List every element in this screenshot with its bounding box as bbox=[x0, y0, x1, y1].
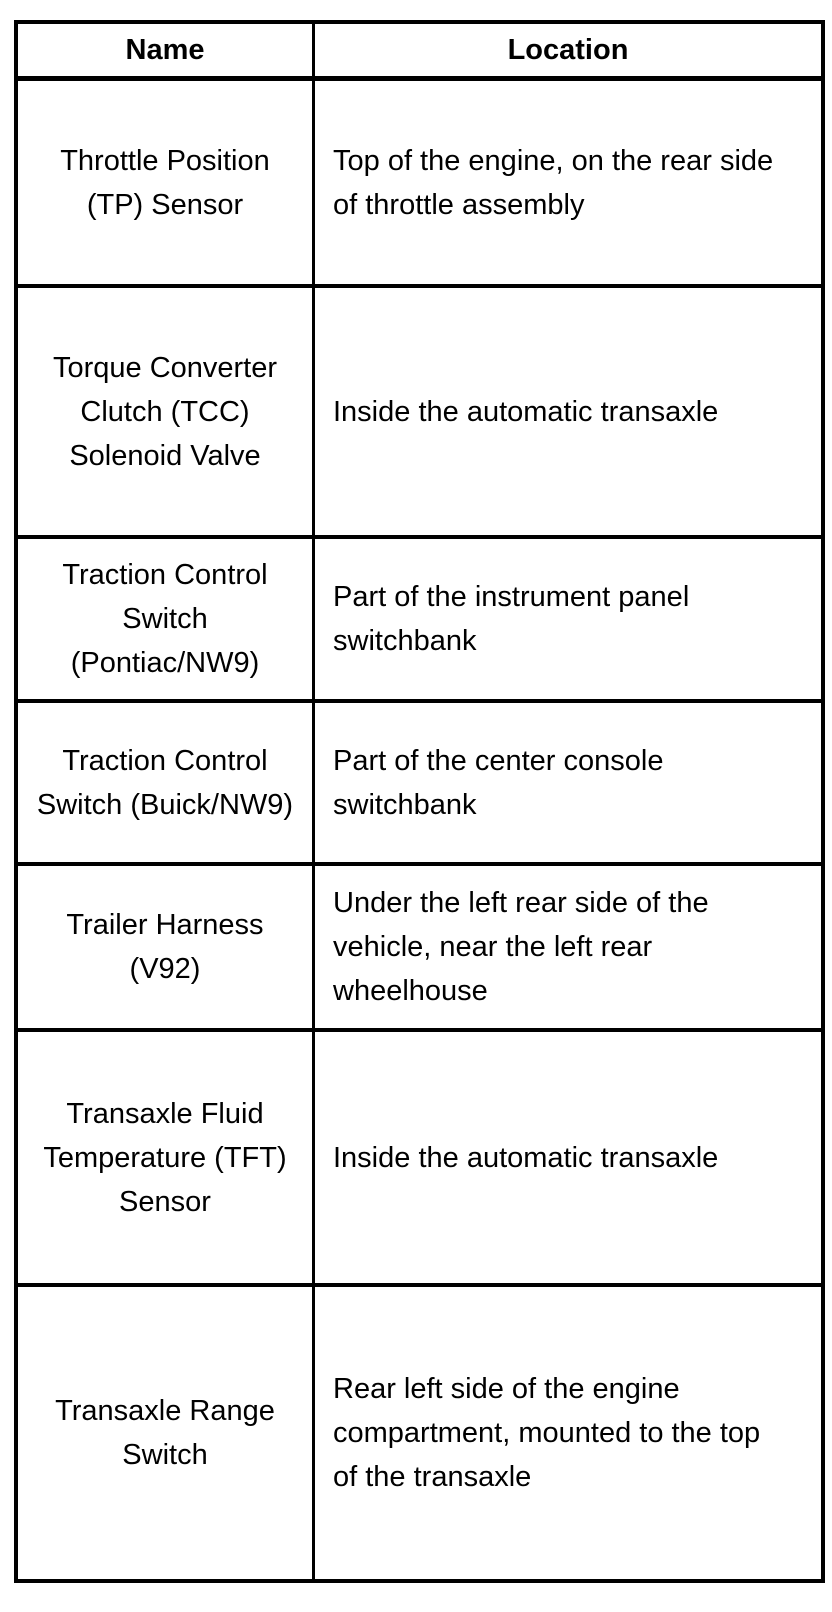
component-name: Torque Converter Clutch (TCC) Solenoid V… bbox=[52, 351, 278, 472]
component-location: Inside the automatic transaxle bbox=[333, 1141, 719, 1174]
component-location: Part of the center console switchbank bbox=[333, 744, 664, 821]
name-cell: Trailer Harness (V92) bbox=[14, 862, 315, 1032]
table-row: Trailer Harness (V92) Under the left rea… bbox=[14, 862, 825, 1032]
name-cell: Throttle Position (TP) Sensor bbox=[14, 76, 315, 288]
table-row: Traction Control Switch (Buick/NW9) Part… bbox=[14, 699, 825, 866]
column-header-name: Name bbox=[14, 20, 315, 81]
column-header-location: Location bbox=[312, 20, 825, 81]
header-row: Name Location bbox=[14, 20, 825, 81]
location-cell: Top of the engine, on the rear side of t… bbox=[312, 76, 825, 288]
table-row: Traction Control Switch (Pontiac/NW9) Pa… bbox=[14, 535, 825, 703]
component-location: Under the left rear side of the vehicle,… bbox=[333, 887, 709, 1007]
location-cell: Inside the automatic transaxle bbox=[312, 1028, 825, 1287]
name-cell: Transaxle Range Switch bbox=[14, 1283, 315, 1583]
component-name: Throttle Position (TP) Sensor bbox=[60, 144, 270, 221]
component-name: Transaxle Fluid Temperature (TFT) Sensor bbox=[43, 1097, 287, 1218]
name-cell: Transaxle Fluid Temperature (TFT) Sensor bbox=[14, 1028, 315, 1287]
component-name: Transaxle Range Switch bbox=[55, 1395, 275, 1471]
component-location: Inside the automatic transaxle bbox=[333, 395, 719, 428]
table-row: Transaxle Fluid Temperature (TFT) Sensor… bbox=[14, 1028, 825, 1287]
name-cell: Traction Control Switch (Buick/NW9) bbox=[14, 699, 315, 866]
location-cell: Rear left side of the engine compartment… bbox=[312, 1283, 825, 1583]
table-row: Throttle Position (TP) Sensor Top of the… bbox=[14, 76, 825, 288]
location-cell: Under the left rear side of the vehicle,… bbox=[312, 862, 825, 1032]
location-cell: Inside the automatic transaxle bbox=[312, 284, 825, 539]
component-location-table: Name Location Throttle Position (TP) Sen… bbox=[14, 20, 825, 1583]
column-header-location-label: Location bbox=[507, 33, 629, 66]
table-row: Transaxle Range Switch Rear left side of… bbox=[14, 1283, 825, 1583]
component-location: Rear left side of the engine compartment… bbox=[333, 1373, 761, 1493]
component-name: Trailer Harness (V92) bbox=[66, 909, 264, 985]
location-cell: Part of the instrument panel switchbank bbox=[312, 535, 825, 703]
table-row: Torque Converter Clutch (TCC) Solenoid V… bbox=[14, 284, 825, 539]
name-cell: Torque Converter Clutch (TCC) Solenoid V… bbox=[14, 284, 315, 539]
component-location: Top of the engine, on the rear side of t… bbox=[333, 144, 774, 221]
component-name: Traction Control Switch (Pontiac/NW9) bbox=[62, 559, 268, 679]
table-body: Throttle Position (TP) Sensor Top of the… bbox=[14, 76, 825, 1583]
table-header: Name Location bbox=[14, 20, 825, 81]
name-cell: Traction Control Switch (Pontiac/NW9) bbox=[14, 535, 315, 703]
component-location: Part of the instrument panel switchbank bbox=[333, 581, 690, 657]
location-cell: Part of the center console switchbank bbox=[312, 699, 825, 866]
column-header-name-label: Name bbox=[125, 33, 205, 66]
component-name: Traction Control Switch (Buick/NW9) bbox=[36, 744, 294, 821]
